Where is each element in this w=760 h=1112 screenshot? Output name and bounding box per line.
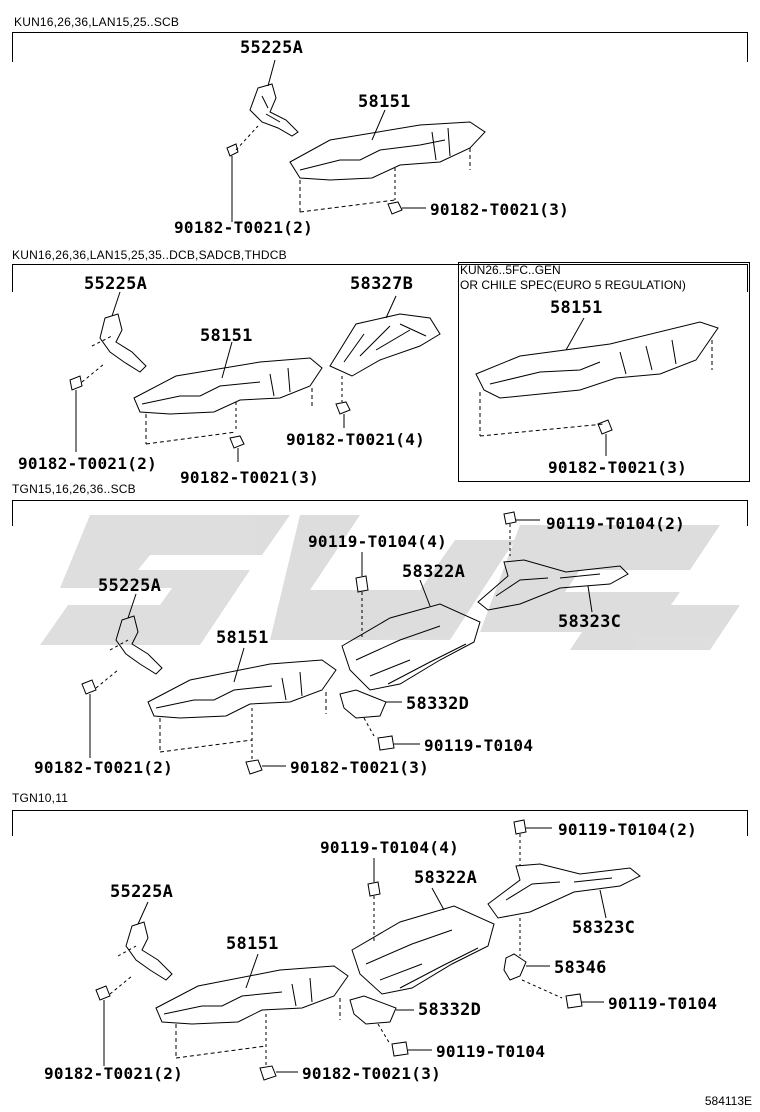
section-bracket-2 [12, 264, 748, 292]
s3-bracket-58332D [339, 689, 402, 737]
section-bracket-1 [12, 32, 748, 62]
s4-brace-58323C [487, 863, 641, 919]
label-s2b-58151: 58151 [550, 298, 603, 318]
label-s4-bolt-bottom: 90119-T0104 [436, 1042, 546, 1061]
label-s4-bolt-mid: 90119-T0104(4) [320, 838, 460, 857]
label-s2-nut-right: 90182-T0021(4) [286, 430, 426, 449]
s4-nut-left [95, 975, 133, 1066]
s3-bolt-bottom [377, 735, 420, 751]
label-s3-58323C: 58323C [558, 612, 622, 632]
label-s2-55225A: 55225A [84, 274, 148, 294]
label-s3-nut-right: 90182-T0021(3) [290, 758, 430, 777]
label-s3-58322A: 58322A [402, 562, 466, 582]
section-title-4: TGN10,11 [12, 791, 69, 805]
s4-bolt-top-right [513, 819, 552, 866]
label-s2-58327B: 58327B [350, 274, 414, 294]
section-title-1: KUN16,26,36,LAN15,25..SCB [14, 15, 180, 29]
s4-heat-insulator-58151 [155, 953, 349, 1068]
s3-nut-right [245, 759, 286, 775]
euro5-note-line1: KUN26..5FC..GEN [460, 263, 561, 277]
s2b-heat-insulator-58151 [475, 317, 719, 437]
label-s1-nut-right: 90182-T0021(3) [430, 200, 570, 219]
label-s3-nut-left: 90182-T0021(2) [34, 758, 174, 777]
s4-bracket-58332D [349, 995, 414, 1045]
label-s4-bolt-right: 90119-T0104 [608, 994, 718, 1013]
label-s4-58322A: 58322A [414, 868, 478, 888]
s3-bracket-55225A [109, 593, 163, 675]
label-s3-58332D: 58332D [406, 694, 470, 714]
label-s2-nut-mid: 90182-T0021(3) [180, 468, 320, 487]
label-s3-58151: 58151 [216, 628, 269, 648]
s2-nut-right [335, 401, 351, 428]
label-s4-58323C: 58323C [572, 918, 636, 938]
label-s1-55225A: 55225A [240, 38, 304, 58]
s3-heat-insulator-58151 [147, 647, 337, 760]
figure-id: 584113E [704, 1094, 752, 1108]
s4-bolt-right [565, 993, 604, 1009]
label-s4-nut-left: 90182-T0021(2) [44, 1064, 184, 1083]
s4-bracket-55225A [117, 901, 173, 981]
s1-heat-insulator-58151 [289, 109, 486, 213]
label-s3-bolt-mid: 90119-T0104(4) [308, 532, 448, 551]
s3-bolt-top-right [503, 511, 540, 556]
s2-insulator-58327B [329, 295, 441, 402]
euro5-variant-box [458, 262, 750, 482]
label-s4-bolt-top-right: 90119-T0104(2) [558, 820, 698, 839]
label-s2-58151: 58151 [200, 326, 253, 346]
s1-nut-right [387, 201, 426, 215]
s1-bracket-55225A [249, 59, 299, 137]
s4-bolt-mid [367, 858, 381, 944]
s4-bracket-58346 [503, 918, 563, 999]
s4-insulator-58322A [351, 887, 495, 995]
s3-brace-58323C [477, 559, 629, 613]
euro5-note-line2: OR CHILE SPEC(EURO 5 REGULATION) [460, 278, 686, 292]
s2-bracket-55225A [91, 291, 147, 373]
label-s4-58332D: 58332D [418, 1000, 482, 1020]
label-s4-55225A: 55225A [110, 882, 174, 902]
label-s4-58346: 58346 [554, 958, 607, 978]
label-s4-58151: 58151 [226, 934, 279, 954]
label-s2b-nut: 90182-T0021(3) [548, 458, 688, 477]
s2b-nut [597, 419, 613, 456]
s2-nut-mid [229, 435, 245, 462]
s3-bolt-mid [355, 552, 369, 640]
s2-heat-insulator-58151 [133, 341, 323, 445]
section-bracket-3 [12, 500, 748, 526]
label-s3-55225A: 55225A [98, 576, 162, 596]
s3-insulator-58322A [341, 579, 481, 691]
s2-nut-left [69, 363, 105, 452]
label-s1-nut-left: 90182-T0021(2) [174, 218, 314, 237]
label-s3-bolt-top-right: 90119-T0104(2) [546, 514, 686, 533]
s4-bolt-bottom [391, 1041, 432, 1057]
section-title-2: KUN16,26,36,LAN15,25,35..DCB,SADCB,THDCB [12, 248, 287, 262]
s3-nut-left [81, 669, 119, 758]
label-s1-58151: 58151 [358, 92, 411, 112]
section-title-3: TGN15,16,26,36..SCB [12, 482, 136, 496]
s1-nut-left [226, 125, 259, 222]
label-s2-nut-left: 90182-T0021(2) [18, 454, 158, 473]
section-bracket-4 [12, 810, 748, 836]
label-s3-bolt-bottom: 90119-T0104 [424, 736, 534, 755]
s4-nut-right [259, 1065, 298, 1081]
label-s4-nut-right: 90182-T0021(3) [302, 1064, 442, 1083]
